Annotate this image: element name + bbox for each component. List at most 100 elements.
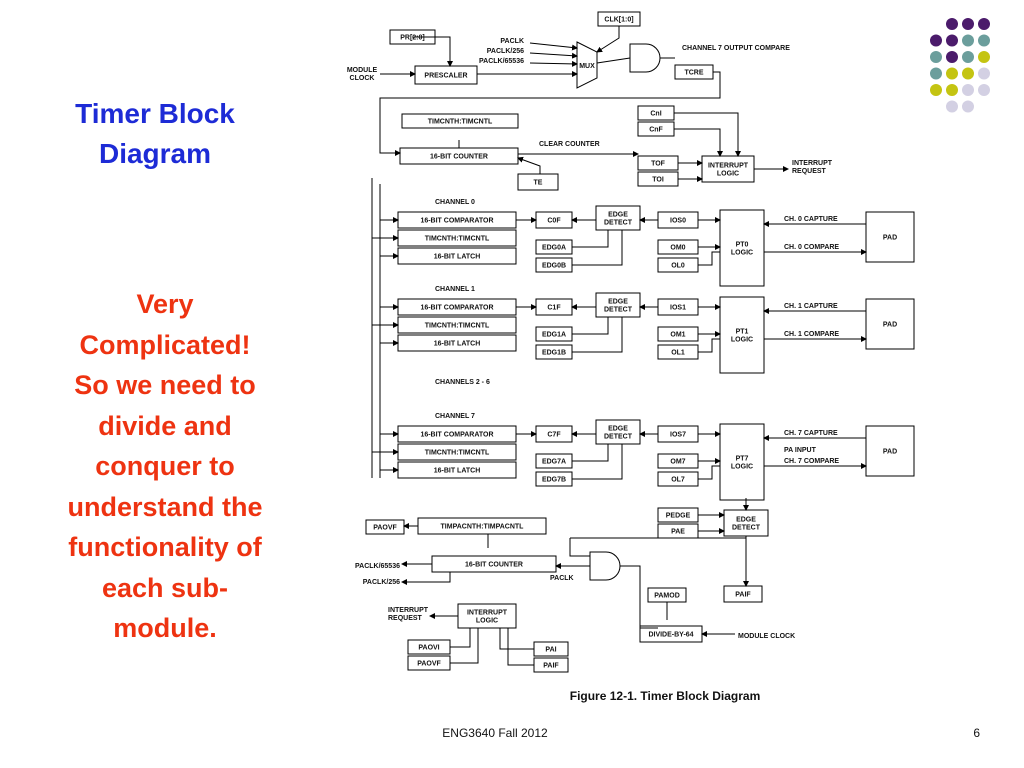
label-toi: TOI [652,177,664,184]
label-pad: PAD [883,322,897,329]
and-gate [629,43,661,73]
label-paclk256: PACLK/256 [363,579,400,586]
decor-dot [962,67,974,80]
label-divide64: DIVIDE-BY-64 [648,632,693,639]
pa-and-gate [589,551,621,581]
label-channel7: CHANNEL 7 [435,413,475,420]
label-c0f: C0F [547,218,561,225]
label-ch7_output_compare: CHANNEL 7 OUTPUT COMPARE [682,45,790,52]
decor-dot [962,84,974,96]
decor-dot [978,84,990,96]
label-cnf: CnI [650,111,661,118]
label-latch: 16-BIT LATCH [434,341,481,348]
box-edge_detect [595,419,641,445]
label-ch1_capture: CH. 1 CAPTURE [784,303,838,310]
wire [529,42,578,51]
decor-dot [962,51,974,63]
label-comparator: 16-BIT COMPARATOR [420,432,493,439]
wire [412,36,453,67]
label-tcnt0: TIMCNTH:TIMCNTL [425,323,490,330]
label-prescaler: PRESCALER [424,73,467,80]
label-ch7_capture: CH. 7 CAPTURE [784,430,838,437]
diagram-wires [371,26,867,666]
label-counter16: 16-BIT COUNTER [430,154,488,161]
label-paovf2: PAOVF [417,661,441,668]
wire [698,465,720,480]
label-paif_top: PAIF [735,592,751,599]
label-edg7b: EDG7B [542,477,566,484]
slide-title: Timer Block Diagram [75,98,235,169]
label-channels26: CHANNELS 2 - 6 [435,379,490,386]
box-pt1 [719,296,765,374]
wire [529,60,578,67]
decor-dot [978,67,990,80]
wire [674,112,741,157]
diagram-caption: Figure 12-1. Timer Block Diagram [570,689,761,703]
wire [517,156,541,174]
wire [698,338,720,353]
label-edg1b: EDG1B [542,350,566,357]
label-pacl65536: PACLK/65536 [479,58,524,65]
decor-dot [978,34,990,47]
label-om7: OM7 [670,459,685,466]
label-pacl: PACLK [500,38,524,45]
label-pacnt: TIMPACNTH:TIMPACNTL [441,524,525,531]
label-ch0_capture: CH. 0 CAPTURE [784,216,838,223]
wire [572,444,609,462]
label-tmsk: TIMCNTH:TIMCNTL [428,119,493,126]
label-paovf: PAOVF [373,525,397,532]
box-pad [865,425,915,477]
wire [401,572,451,585]
decor-dot [946,51,958,63]
decor-dot [946,84,958,96]
label-pad: PAD [883,235,897,242]
label-pclk_out: PACLK [550,575,574,582]
label-edg1a: EDG1A [542,332,566,339]
label-pai: PAI [545,647,556,654]
label-tof: TOF [651,161,666,168]
wire [572,230,609,248]
decor-dot [946,67,958,80]
label-ios0: IOS0 [670,218,686,225]
label-edg7a: EDG7A [542,459,566,466]
wire [499,628,534,650]
label-counter16: 16-BIT COUNTER [465,562,523,569]
decor-dot [962,34,974,47]
label-channel1: CHANNEL 1 [435,286,475,293]
wire [620,565,658,629]
label-comparator: 16-BIT COMPARATOR [420,218,493,225]
wire [572,317,623,353]
box-tmsk [401,113,519,129]
label-tcre: TCRE [684,70,703,77]
label-tcnt0: TIMCNTH:TIMCNTL [425,450,490,457]
wire [507,628,534,666]
wire [450,628,471,648]
label-te: TE [534,180,543,187]
label-comparator: 16-BIT COMPARATOR [420,305,493,312]
label-module_clock2: MODULE CLOCK [738,633,795,640]
decor-dot [962,100,974,113]
box-pt0 [719,209,765,287]
label-c7f: C7F [547,432,561,439]
box-te [517,173,559,191]
label-pa_input: PA INPUT [784,447,817,454]
wire [674,128,723,157]
label-ch1_compare: CH. 1 COMPARE [784,331,839,338]
label-ol0: OL0 [671,263,685,270]
wire [596,26,620,53]
slide-footer: ENG3640 Fall 2012 [442,726,548,740]
label-paclk65536: PACLK/65536 [355,563,400,570]
label-latch: 16-BIT LATCH [434,468,481,475]
decor-dot [930,51,942,63]
label-pedge: PEDGE [666,513,691,520]
label-cnf2: CnF [649,127,663,134]
decor-dot [978,51,990,63]
label-pae: PAE [671,529,685,536]
box-interrupt_logic [701,155,755,183]
